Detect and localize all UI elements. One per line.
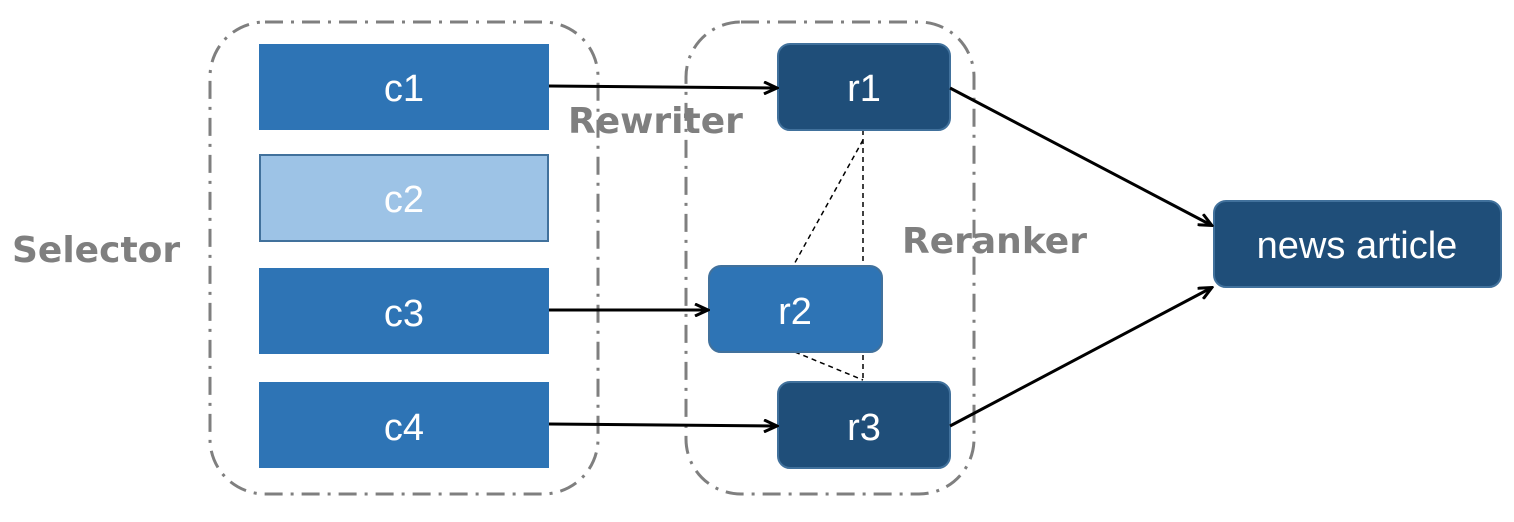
- reranker-label: Reranker: [902, 221, 1087, 262]
- rewritten-r2: r2: [708, 265, 883, 353]
- candidate-c2: c2: [259, 154, 549, 242]
- r2-r3-relation: [794, 351, 864, 381]
- selector-group-outline: [208, 20, 600, 496]
- rewritten-r3: r3: [777, 381, 951, 469]
- arrow-r1-to-article: [949, 86, 1211, 225]
- r1-r2-relation: [791, 139, 864, 269]
- arrow-r3-to-article: [949, 288, 1211, 428]
- rewritten-r1: r1: [777, 43, 951, 131]
- r1-label: r1: [847, 68, 881, 110]
- arrow-c1-to-r1: [548, 86, 776, 88]
- c1-label: c1: [384, 68, 424, 110]
- candidate-c1: c1: [259, 44, 549, 130]
- c3-label: c3: [384, 293, 424, 335]
- news-article-label: news article: [1257, 225, 1458, 267]
- reranker-group-outline: [684, 20, 976, 496]
- r2-label: r2: [778, 291, 812, 333]
- rewriter-label: Rewriter: [568, 101, 743, 142]
- arrow-c4-to-r3: [548, 424, 776, 426]
- news-article-node: news article: [1213, 200, 1502, 288]
- c2-label: c2: [384, 179, 424, 221]
- candidate-c3: c3: [259, 268, 549, 354]
- r3-label: r3: [847, 407, 881, 449]
- candidate-c4: c4: [259, 382, 549, 468]
- selector-label: Selector: [12, 230, 180, 271]
- c4-label: c4: [384, 407, 424, 449]
